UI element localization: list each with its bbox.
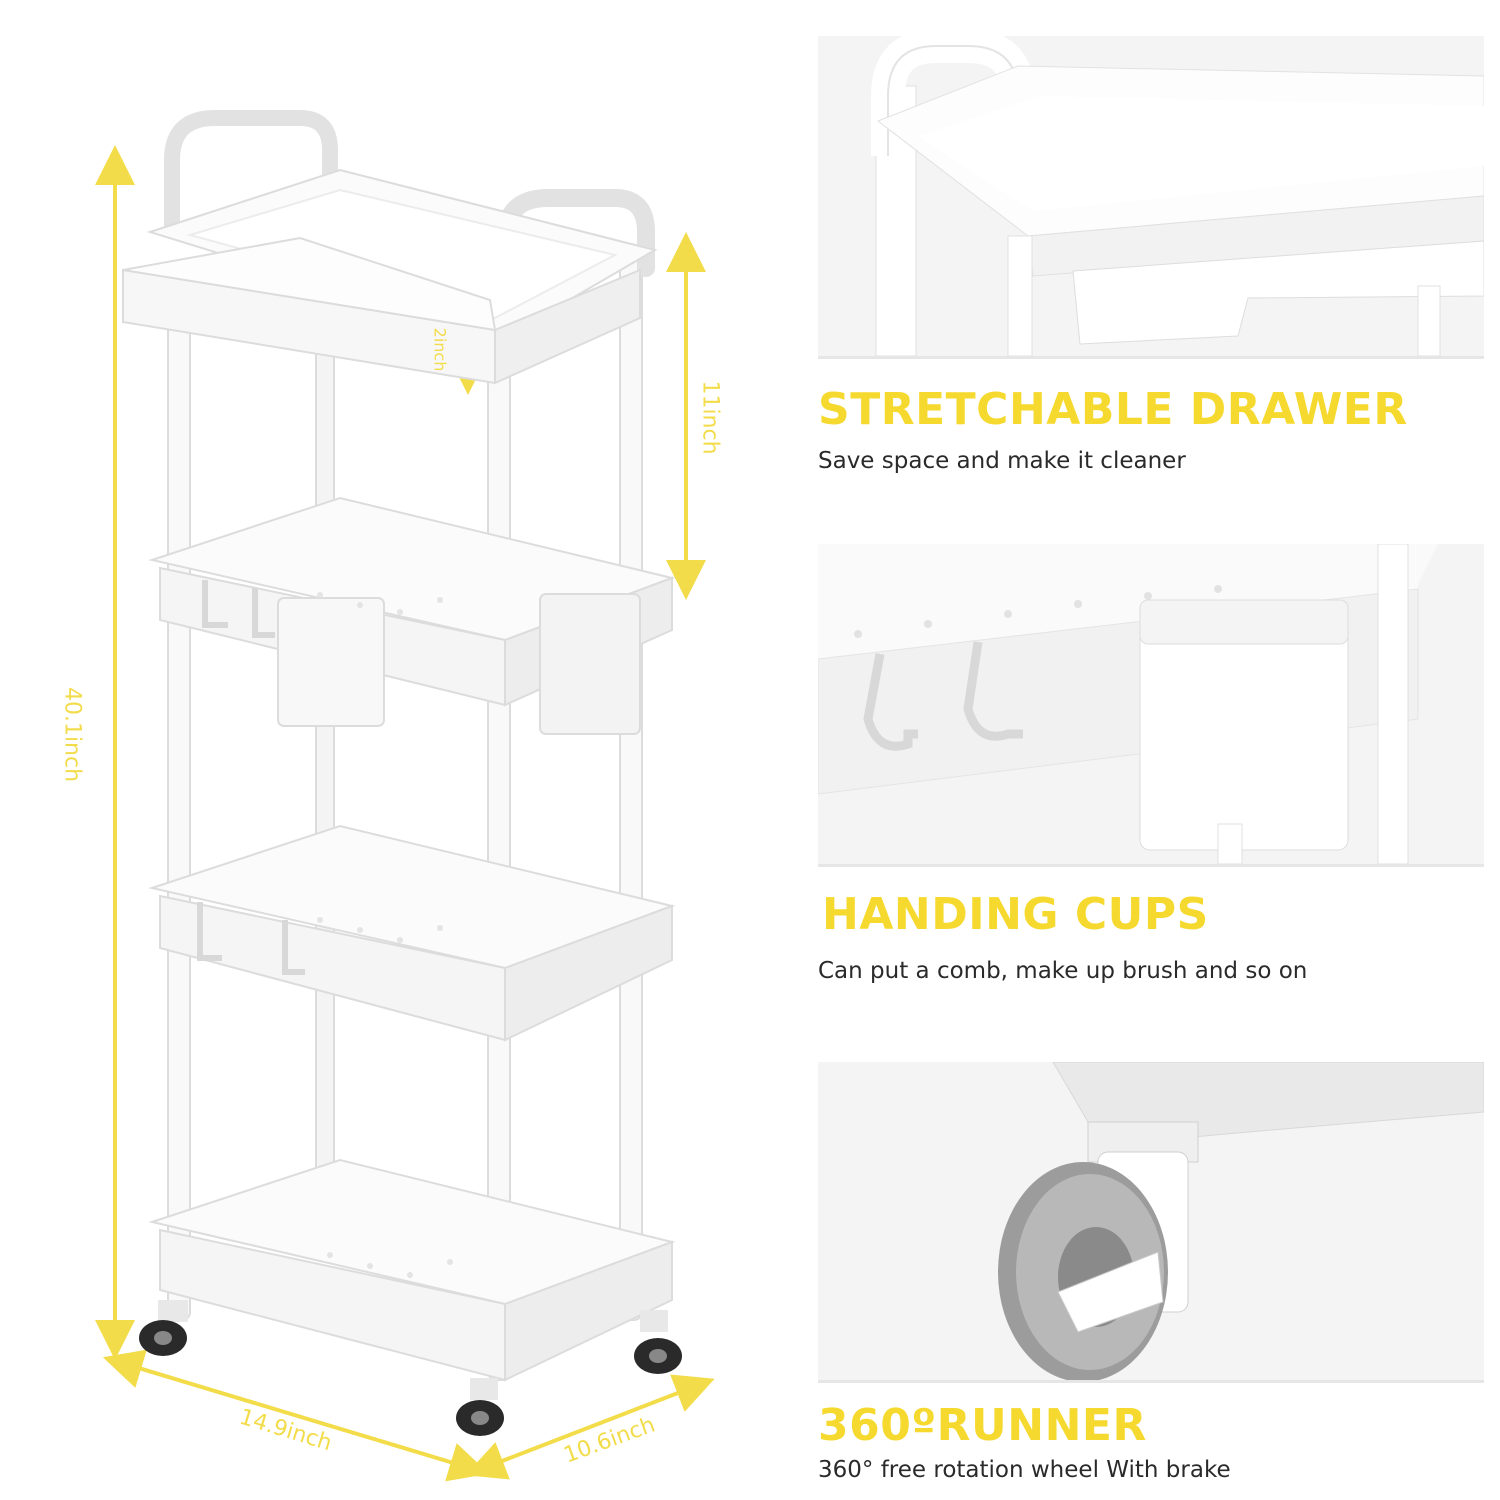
hanging-cup-left — [277, 597, 385, 727]
height-dimension-label: 40.1inch — [59, 686, 85, 783]
drawer-closeup-image — [818, 36, 1484, 356]
width-dimension-line — [102, 1349, 490, 1482]
hanging-cups-closeup-image — [818, 544, 1484, 864]
feature-title-drawer: STRETCHABLE DRAWER — [818, 384, 1408, 435]
feature-desc-cups: Can put a comb, make up brush and so on — [818, 958, 1308, 984]
wheel-illustration — [998, 1062, 1484, 1380]
caster-wheels — [139, 1300, 682, 1436]
feature-desc-drawer: Save space and make it cleaner — [818, 448, 1186, 474]
wheel-closeup-image — [818, 1062, 1484, 1380]
depth-dimension-line — [465, 1374, 715, 1480]
hanging-cup-right — [539, 593, 641, 735]
shelf-gap-dimension-label: 11inch — [697, 380, 723, 455]
feature-title-cups: HANDING CUPS — [822, 889, 1209, 940]
hanging-cups-illustration — [818, 544, 1438, 864]
feature-title-runner: 360ºRUNNER — [818, 1400, 1147, 1451]
cart-body — [122, 110, 676, 1382]
drawer-depth-label: 2inch — [430, 327, 450, 372]
drawer-closeup-illustration — [871, 36, 1484, 356]
feature-desc-runner: 360° free rotation wheel With brake — [818, 1457, 1231, 1483]
rolling-cart-illustration — [95, 110, 715, 1482]
